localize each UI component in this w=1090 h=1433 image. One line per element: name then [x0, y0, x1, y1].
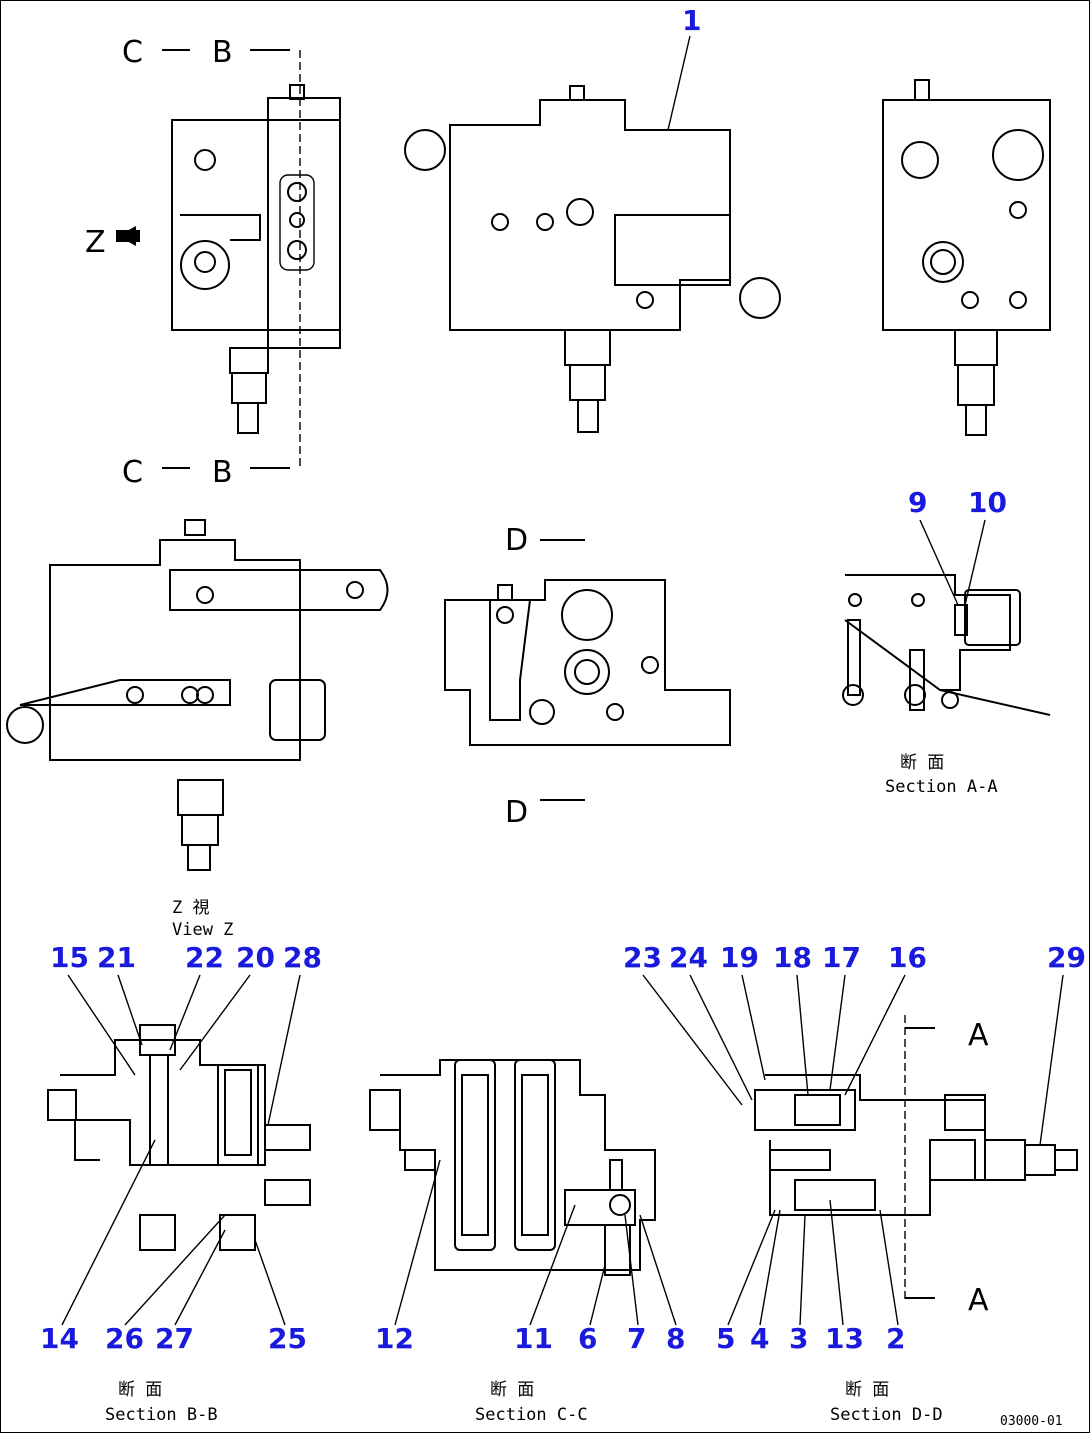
leader-line [844, 974, 906, 1096]
callout-22: 22 [185, 941, 224, 974]
callout-7: 7 [627, 1322, 646, 1355]
section-dd-caption: Section D-D [830, 1405, 943, 1425]
view-z-mark: Z [85, 225, 106, 260]
section-d-mark-top: D [505, 523, 528, 558]
callout-25: 25 [268, 1322, 307, 1355]
leader-line [67, 974, 136, 1076]
callout-1: 1 [682, 4, 701, 37]
leader-line [964, 519, 986, 606]
top-center-view [404, 85, 781, 433]
section-bb [47, 1024, 311, 1251]
leader-line [117, 974, 143, 1046]
section-cc-caption: Section C-C [475, 1405, 588, 1425]
leader-line [639, 1214, 677, 1326]
callout-10: 10 [968, 486, 1007, 519]
callout-4: 4 [750, 1322, 769, 1355]
leader-line [124, 1214, 226, 1326]
section-bb-caption-jp: 断 面 [118, 1380, 162, 1400]
section-a-mark-bottom: A [968, 1283, 989, 1318]
callout-26: 26 [105, 1322, 144, 1355]
section-cc [369, 1059, 656, 1276]
section-aa-caption: Section A-A [885, 777, 998, 797]
callout-29: 29 [1047, 941, 1086, 974]
leader-line [254, 1239, 286, 1326]
callout-13: 13 [825, 1322, 864, 1355]
callout-12: 12 [375, 1322, 414, 1355]
section-c-mark-bottom: C [122, 455, 143, 490]
section-cc-caption-jp: 断 面 [490, 1380, 534, 1400]
section-c-mark-top: C [122, 35, 143, 70]
leader-line [727, 1209, 776, 1326]
top-left-view: Z C B C B [85, 35, 341, 490]
callout-24: 24 [669, 941, 708, 974]
section-d-mark-bottom: D [505, 795, 528, 830]
section-b-mark-top: B [212, 35, 233, 70]
leader-line [799, 1214, 806, 1326]
callout-16: 16 [888, 941, 927, 974]
leader-line [919, 519, 959, 606]
leader-line [1039, 974, 1064, 1146]
leader-line [624, 1214, 639, 1326]
leader-line [689, 974, 753, 1101]
leader-line [829, 974, 846, 1091]
callout-17: 17 [822, 941, 861, 974]
callout-18: 18 [773, 941, 812, 974]
callout-5: 5 [716, 1322, 735, 1355]
view-z [6, 519, 389, 871]
view-z-caption: View Z [172, 920, 233, 940]
section-aa-caption-jp: 断 面 [900, 753, 944, 773]
leader-line [169, 974, 201, 1051]
callout-23: 23 [623, 941, 662, 974]
callout-19: 19 [720, 941, 759, 974]
callout-21: 21 [97, 941, 136, 974]
leader-line [796, 974, 809, 1096]
section-aa [842, 574, 1051, 716]
leader-line [741, 974, 766, 1081]
callout-27: 27 [155, 1322, 194, 1355]
callout-3: 3 [789, 1322, 808, 1355]
callout-9: 9 [908, 486, 927, 519]
middle-center-view: D D [444, 523, 731, 830]
leader-line [61, 1139, 156, 1326]
leader-line [394, 1159, 441, 1326]
leader-line [642, 974, 743, 1106]
section-a-mark-top: A [968, 1018, 989, 1053]
leader-line [759, 1209, 781, 1326]
callout-6: 6 [578, 1322, 597, 1355]
section-dd: A A [754, 1015, 1078, 1318]
callout-8: 8 [666, 1322, 685, 1355]
leader-line [179, 974, 251, 1071]
leader-line [267, 974, 301, 1126]
section-bb-caption: Section B-B [105, 1405, 218, 1425]
leader-line [667, 35, 691, 131]
callout-11: 11 [514, 1322, 553, 1355]
callout-14: 14 [40, 1322, 79, 1355]
callout-2: 2 [886, 1322, 905, 1355]
top-right-view [882, 79, 1051, 436]
callout-15: 15 [50, 941, 89, 974]
callout-20: 20 [236, 941, 275, 974]
view-z-caption-jp: Z 視 [172, 898, 209, 918]
leader-line [589, 1264, 606, 1326]
section-b-mark-bottom: B [212, 455, 233, 490]
drawing-code: 03000-01 [1000, 1414, 1063, 1429]
leader-line [879, 1209, 899, 1326]
section-dd-caption-jp: 断 面 [845, 1380, 889, 1400]
callout-28: 28 [283, 941, 322, 974]
leader-line [174, 1229, 226, 1326]
leader-line [529, 1204, 576, 1326]
leader-line [829, 1199, 844, 1326]
